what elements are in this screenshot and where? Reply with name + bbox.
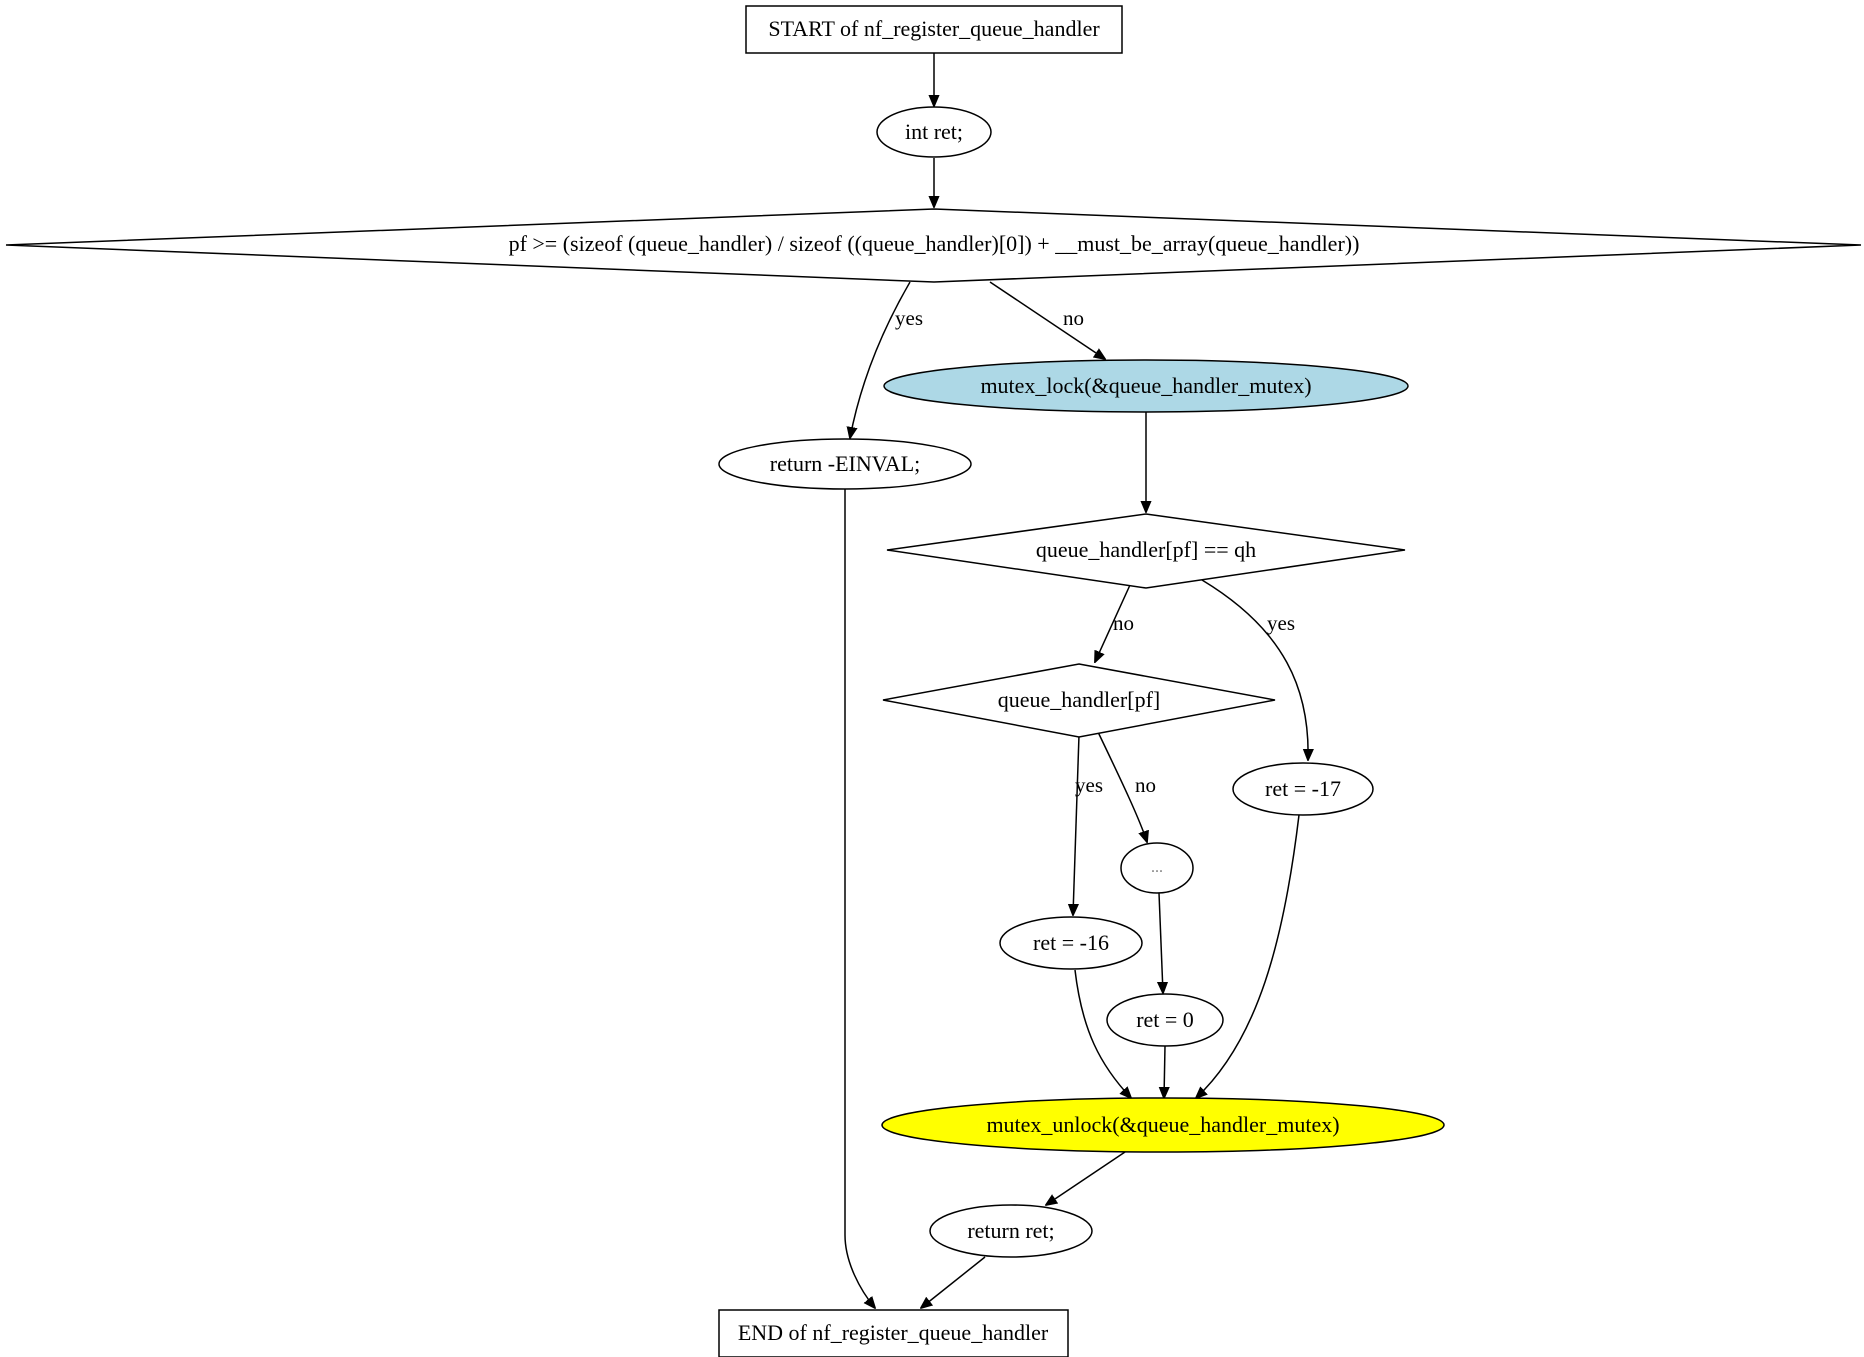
return-einval-label: return -EINVAL; bbox=[770, 451, 921, 476]
end-box bbox=[718, 1309, 1069, 1357]
cond-eq-qh-label: queue_handler[pf] == qh bbox=[1036, 537, 1256, 562]
edge-cond-pf-no bbox=[989, 281, 1105, 359]
node-return-einval: return -EINVAL; bbox=[718, 438, 972, 490]
node-start: START of nf_register_queue_handler bbox=[745, 5, 1123, 54]
ret-16-ellipse bbox=[999, 916, 1143, 970]
edge-label-eq-yes: yes bbox=[1267, 611, 1295, 635]
return-einval-ellipse bbox=[718, 438, 972, 490]
cond-qh-diamond bbox=[882, 663, 1276, 738]
return-ret-ellipse bbox=[929, 1204, 1093, 1258]
mutex-unlock-label: mutex_unlock(&queue_handler_mutex) bbox=[986, 1112, 1339, 1137]
start-label: START of nf_register_queue_handler bbox=[768, 16, 1100, 41]
ellipsis-ellipse bbox=[1120, 842, 1194, 894]
cond-eq-qh-diamond bbox=[886, 513, 1406, 589]
node-mutex-lock: mutex_lock(&queue_handler_mutex) bbox=[883, 359, 1409, 413]
return-ret-label: return ret; bbox=[967, 1218, 1054, 1243]
ret-17-label: ret = -17 bbox=[1265, 776, 1341, 801]
start-box bbox=[745, 5, 1123, 54]
int-ret-label: int ret; bbox=[905, 119, 963, 144]
ret-0-ellipse bbox=[1106, 993, 1224, 1047]
edge-ellipsis-to-ret-0 bbox=[1159, 892, 1163, 993]
node-ret-0: ret = 0 bbox=[1106, 993, 1224, 1047]
cond-qh-label: queue_handler[pf] bbox=[998, 687, 1160, 712]
edge-label-pf-yes: yes bbox=[895, 306, 923, 330]
node-int-ret: int ret; bbox=[876, 106, 992, 158]
edge-ret-0-to-unlock bbox=[1164, 1045, 1165, 1098]
edge-labels: yes no no yes yes no bbox=[895, 306, 1295, 797]
mutex-lock-label: mutex_lock(&queue_handler_mutex) bbox=[980, 373, 1311, 398]
edge-ret-16-to-unlock bbox=[1074, 969, 1131, 1098]
edge-ret-17-to-unlock bbox=[1196, 814, 1300, 1098]
ellipsis-label: ... bbox=[1151, 859, 1163, 876]
node-cond-qh: queue_handler[pf] bbox=[882, 663, 1276, 738]
edge-cond-qh-no bbox=[1097, 731, 1147, 842]
node-ellipsis: ... bbox=[1120, 842, 1194, 894]
end-label: END of nf_register_queue_handler bbox=[738, 1320, 1049, 1345]
edge-label-pf-no: no bbox=[1063, 306, 1084, 330]
node-mutex-unlock: mutex_unlock(&queue_handler_mutex) bbox=[881, 1097, 1445, 1153]
edge-unlock-to-return-ret bbox=[1046, 1151, 1126, 1205]
node-cond-pf: pf >= (sizeof (queue_handler) / sizeof (… bbox=[5, 208, 1862, 283]
mutex-lock-ellipse bbox=[883, 359, 1409, 413]
edge-cond-eq-no bbox=[1095, 584, 1131, 662]
ret-17-ellipse bbox=[1232, 762, 1374, 816]
mutex-unlock-ellipse bbox=[881, 1097, 1445, 1153]
node-return-ret: return ret; bbox=[929, 1204, 1093, 1258]
edge-return-ret-to-end bbox=[921, 1256, 986, 1308]
node-cond-eq-qh: queue_handler[pf] == qh bbox=[886, 513, 1406, 589]
edge-cond-pf-yes bbox=[850, 281, 911, 438]
edge-cond-qh-yes bbox=[1073, 734, 1080, 915]
edge-label-qh-yes: yes bbox=[1075, 773, 1103, 797]
cond-pf-diamond bbox=[5, 208, 1862, 283]
edge-return-einval-to-end bbox=[844, 489, 875, 1308]
edge-label-qh-no: no bbox=[1135, 773, 1156, 797]
int-ret-ellipse bbox=[876, 106, 992, 158]
node-ret-16: ret = -16 bbox=[999, 916, 1143, 970]
cond-pf-label: pf >= (sizeof (queue_handler) / sizeof (… bbox=[509, 231, 1360, 256]
edge-cond-eq-yes bbox=[1201, 579, 1308, 760]
edge-label-eq-no: no bbox=[1113, 611, 1134, 635]
ret-16-label: ret = -16 bbox=[1033, 930, 1109, 955]
node-ret-17: ret = -17 bbox=[1232, 762, 1374, 816]
ret-0-label: ret = 0 bbox=[1136, 1007, 1194, 1032]
edges bbox=[844, 53, 1308, 1308]
node-end: END of nf_register_queue_handler bbox=[718, 1309, 1069, 1357]
